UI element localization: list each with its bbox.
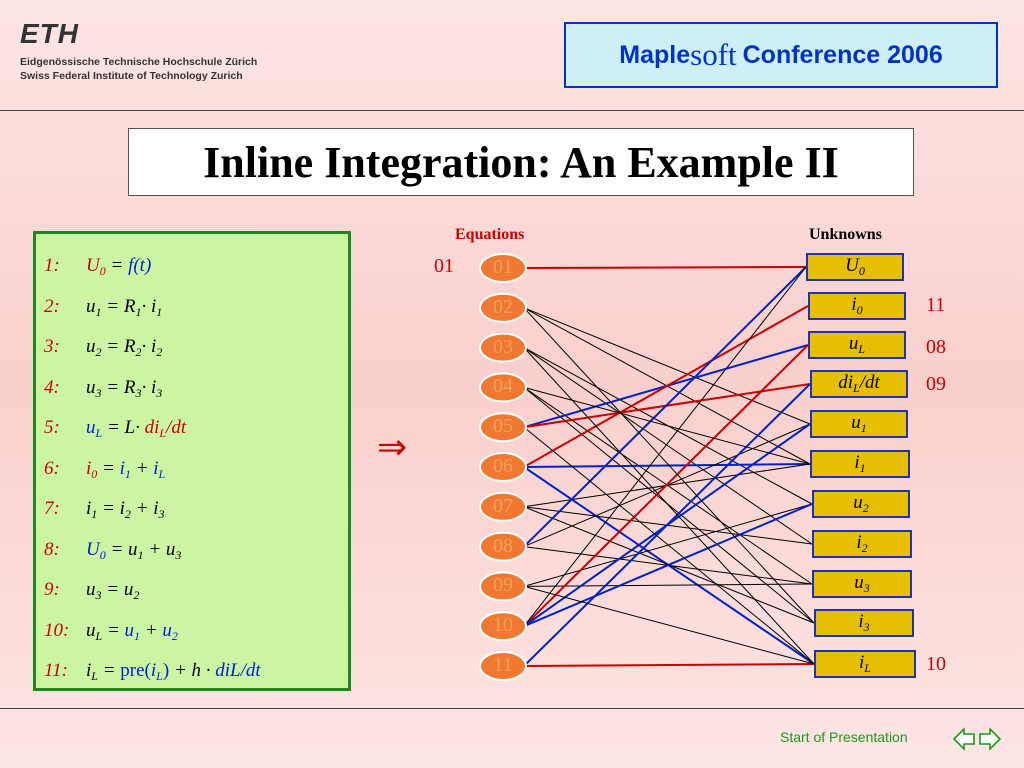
equation-node bbox=[479, 452, 527, 482]
equation-3: 3:u2 = R2· i2 bbox=[44, 336, 163, 359]
equation-9: 9:u3 = u2 bbox=[44, 579, 140, 602]
graph-edge bbox=[523, 463, 811, 468]
graph-edge bbox=[523, 663, 815, 667]
assignment-uL: 08 bbox=[926, 336, 946, 358]
equation-node-label: 10 bbox=[493, 614, 513, 637]
equation-8: 8:U0 = u1 + u3 bbox=[44, 538, 182, 562]
conference-year: Conference 2006 bbox=[742, 40, 943, 69]
maple-wordmark: Maple bbox=[619, 40, 691, 69]
soft-wordmark: soft bbox=[690, 37, 737, 72]
graph-edge bbox=[523, 307, 811, 425]
graph-edge bbox=[523, 305, 809, 468]
start-of-presentation-link[interactable]: Start of Presentation bbox=[780, 729, 908, 745]
equation-node-label: 09 bbox=[493, 574, 513, 597]
graph-edge bbox=[523, 503, 813, 628]
equation-node bbox=[479, 372, 527, 403]
equation-node bbox=[479, 531, 527, 562]
assignment-eq01: 01 bbox=[434, 255, 454, 277]
eth-line-1: Eidgenössische Technische Hochschule Zür… bbox=[20, 56, 258, 68]
unknown-box: diL/dt bbox=[810, 370, 908, 398]
equation-2: 2:u1 = R1· i1 bbox=[44, 295, 163, 319]
equation-node bbox=[479, 651, 527, 681]
equations-header: Equations bbox=[455, 226, 525, 243]
assignment-diLdt: 09 bbox=[926, 373, 946, 395]
equation-node-label: 01 bbox=[493, 256, 513, 278]
equation-5: 5:uL = L· diL/dt bbox=[44, 417, 187, 440]
equation-node-label: 06 bbox=[493, 455, 513, 477]
back-arrow-icon[interactable] bbox=[952, 727, 975, 751]
eth-subtitle: Eidgenössische Technische Hochschule Zür… bbox=[20, 55, 257, 83]
assignment-iL: 10 bbox=[926, 653, 946, 675]
equation-node-label: 07 bbox=[493, 494, 513, 517]
graph-edge bbox=[523, 426, 815, 665]
equation-10: 10:uL = u1 + u2 bbox=[44, 619, 178, 643]
unknown-box: uL bbox=[808, 331, 906, 359]
implies-arrow: ⇒ bbox=[377, 427, 408, 468]
equation-list: 1:U0 = f(t) 2:u1 = R1· i1 3:u2 = R2· i2 … bbox=[33, 231, 351, 691]
graph-edge bbox=[523, 266, 807, 627]
equation-1: 1:U0 = f(t) bbox=[44, 255, 152, 278]
equation-node-label: 08 bbox=[493, 534, 513, 557]
nav-arrows bbox=[952, 727, 1002, 751]
equation-node-label: 05 bbox=[493, 415, 513, 438]
equation-node-label: 11 bbox=[493, 654, 513, 676]
unknowns-header: Unknowns bbox=[809, 226, 882, 243]
slide-title: Inline Integration: An Example II bbox=[128, 128, 914, 196]
equation-node bbox=[479, 611, 527, 642]
unknown-box: u2 bbox=[812, 490, 910, 518]
graph-edge bbox=[523, 386, 811, 465]
graph-edge bbox=[523, 583, 813, 587]
graph-edge bbox=[523, 266, 807, 548]
graph-edge bbox=[523, 347, 813, 545]
assignment-i0: 11 bbox=[926, 294, 946, 316]
graph-edge bbox=[523, 307, 815, 624]
unknown-box: u3 bbox=[812, 570, 912, 598]
header-divider bbox=[0, 110, 1024, 111]
unknown-box: i0 bbox=[808, 292, 906, 320]
unknown-box: i3 bbox=[814, 609, 914, 637]
graph-edge bbox=[523, 347, 815, 665]
eth-logo: ETH bbox=[20, 18, 79, 49]
equation-node bbox=[479, 253, 527, 283]
equation-node bbox=[479, 491, 527, 522]
unknown-box: iL bbox=[814, 650, 916, 678]
unknown-box: i1 bbox=[810, 450, 910, 478]
equation-node bbox=[479, 571, 527, 602]
forward-arrow-icon[interactable] bbox=[979, 727, 1002, 751]
footer-divider bbox=[0, 708, 1024, 709]
equation-node-label: 03 bbox=[493, 335, 513, 358]
equation-11: 11:iL = pre(iL) + h · diL/dt bbox=[44, 660, 261, 683]
eth-line-2: Swiss Federal Institute of Technology Zu… bbox=[20, 70, 243, 82]
graph-edge bbox=[523, 344, 809, 627]
equation-node-label: 04 bbox=[493, 375, 513, 398]
unknown-box: i2 bbox=[812, 530, 912, 558]
unknown-box: u1 bbox=[810, 410, 908, 438]
unknown-box: U0 bbox=[806, 253, 904, 281]
graph-edge bbox=[523, 383, 811, 667]
equation-node bbox=[479, 412, 527, 443]
equation-7: 7:i1 = i2 + i3 bbox=[44, 498, 165, 521]
graph-edge bbox=[523, 585, 815, 665]
equation-4: 4:u3 = R3· i3 bbox=[44, 376, 163, 400]
graph-edge bbox=[523, 266, 807, 269]
equation-6: 6:i0 = i1 + iL bbox=[44, 457, 166, 481]
equation-node bbox=[479, 292, 527, 323]
equation-node bbox=[479, 332, 527, 363]
equation-node-label: 02 bbox=[493, 295, 513, 318]
